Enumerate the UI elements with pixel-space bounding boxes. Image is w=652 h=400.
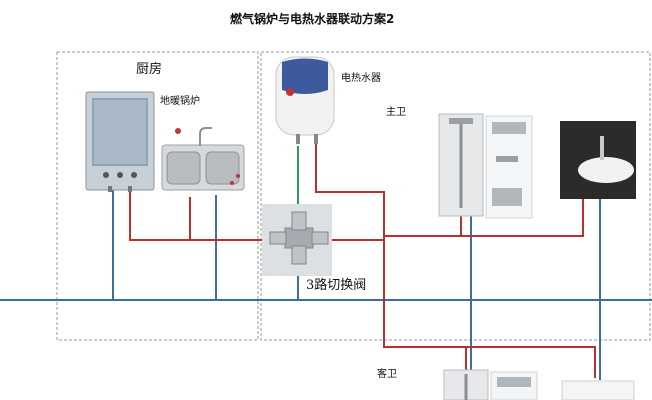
guest-bath-label: 客卫: [377, 369, 397, 380]
valve-icon: [262, 204, 332, 276]
hot-pipe-heater: [315, 138, 596, 378]
basin-icon: [560, 121, 636, 199]
boiler-icon: [85, 91, 155, 192]
shower-icon: [438, 113, 533, 219]
water-heater-label: 电热水器: [341, 73, 381, 84]
boiler-label: 地暖锅炉: [160, 96, 200, 107]
guest-shower-icon: [443, 369, 538, 400]
hot-pipe-boiler-to-valve: [129, 190, 280, 241]
master-bath-label: 主卫: [386, 107, 406, 118]
bathroom-boundary: [260, 51, 651, 341]
kitchen-label: 厨房: [136, 62, 163, 77]
sink-icon: [161, 127, 245, 191]
guest-basin-icon: [561, 380, 635, 400]
valve-label: 3路切换阀: [306, 278, 367, 293]
hot-pipe-master: [384, 198, 584, 237]
water-heater-icon: [275, 56, 335, 144]
kitchen-boundary: [56, 51, 259, 341]
diagram-title: 燃气锅炉与电热水器联动方案2: [230, 12, 395, 26]
